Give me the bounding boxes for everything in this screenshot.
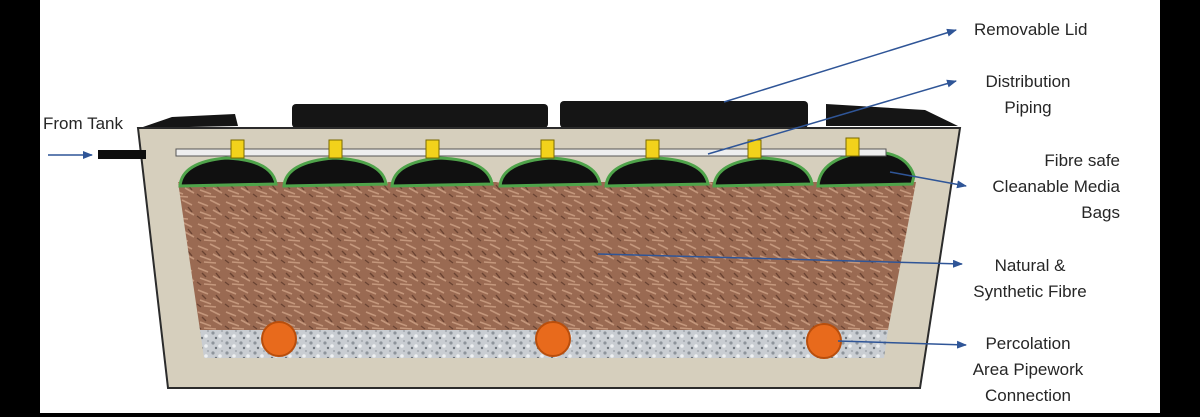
- distribution-pipe: [175, 148, 887, 157]
- media-bag: [390, 156, 494, 188]
- arrow-fibre: [597, 253, 963, 268]
- percolation-pipe-icon: [806, 323, 842, 359]
- removable-lid-group: [140, 101, 958, 128]
- lid-right-edge: [826, 104, 958, 126]
- percolation-pipe-icon: [535, 321, 571, 357]
- percolation-pipe-icon: [261, 321, 297, 357]
- distribution-connector-icon: [328, 139, 343, 159]
- removable-lid-label: Removable Lid: [974, 20, 1088, 39]
- percolation-line-2: Area Pipework: [972, 360, 1084, 379]
- media-bags-group: [178, 150, 916, 188]
- media-bags-line-3: Bags: [1081, 203, 1120, 222]
- distribution-connector-icon: [645, 139, 660, 159]
- leader-arrows: [48, 28, 967, 349]
- media-bags-label: Fibre safe Cleanable Media Bags: [960, 148, 1120, 226]
- fibre-fill: [178, 182, 916, 330]
- from-tank-label: From Tank: [43, 114, 123, 133]
- distribution-connector-icon: [747, 139, 762, 159]
- distribution-piping-line-1: Distribution: [985, 72, 1071, 91]
- distribution-connector-icon: [425, 139, 440, 159]
- distribution-connector-icon: [845, 137, 860, 157]
- fibre-line-2: Synthetic Fibre: [973, 282, 1087, 301]
- distribution-connector-icon: [540, 139, 555, 159]
- distribution-piping-line-2: Piping: [1004, 98, 1052, 117]
- lid-left-edge: [140, 114, 238, 128]
- distribution-connector-icon: [230, 139, 245, 159]
- percolation-pipes: [261, 321, 842, 359]
- lid-segment: [560, 101, 808, 128]
- media-bag: [178, 156, 278, 188]
- arrow-removable-lid: [723, 28, 957, 103]
- media-bag: [712, 156, 814, 188]
- arrow-media-bags: [889, 171, 967, 189]
- percolation-line-1: Percolation: [985, 334, 1071, 353]
- percolation-label: Percolation Area Pipework Connection: [958, 331, 1098, 409]
- arrow-percolation: [837, 340, 967, 349]
- distribution-connectors: [230, 137, 860, 159]
- media-bags-line-1: Fibre safe: [1044, 151, 1120, 170]
- fibre-label: Natural & Synthetic Fibre: [960, 253, 1100, 305]
- arrow-distribution-piping: [707, 79, 957, 155]
- distribution-piping-label: Distribution Piping: [968, 69, 1088, 121]
- media-bags-line-2: Cleanable Media: [992, 177, 1120, 196]
- inlet-pipe: [98, 150, 146, 159]
- fibre-line-1: Natural &: [994, 256, 1066, 275]
- lid-segment: [292, 104, 548, 128]
- percolation-line-3: Connection: [984, 386, 1071, 405]
